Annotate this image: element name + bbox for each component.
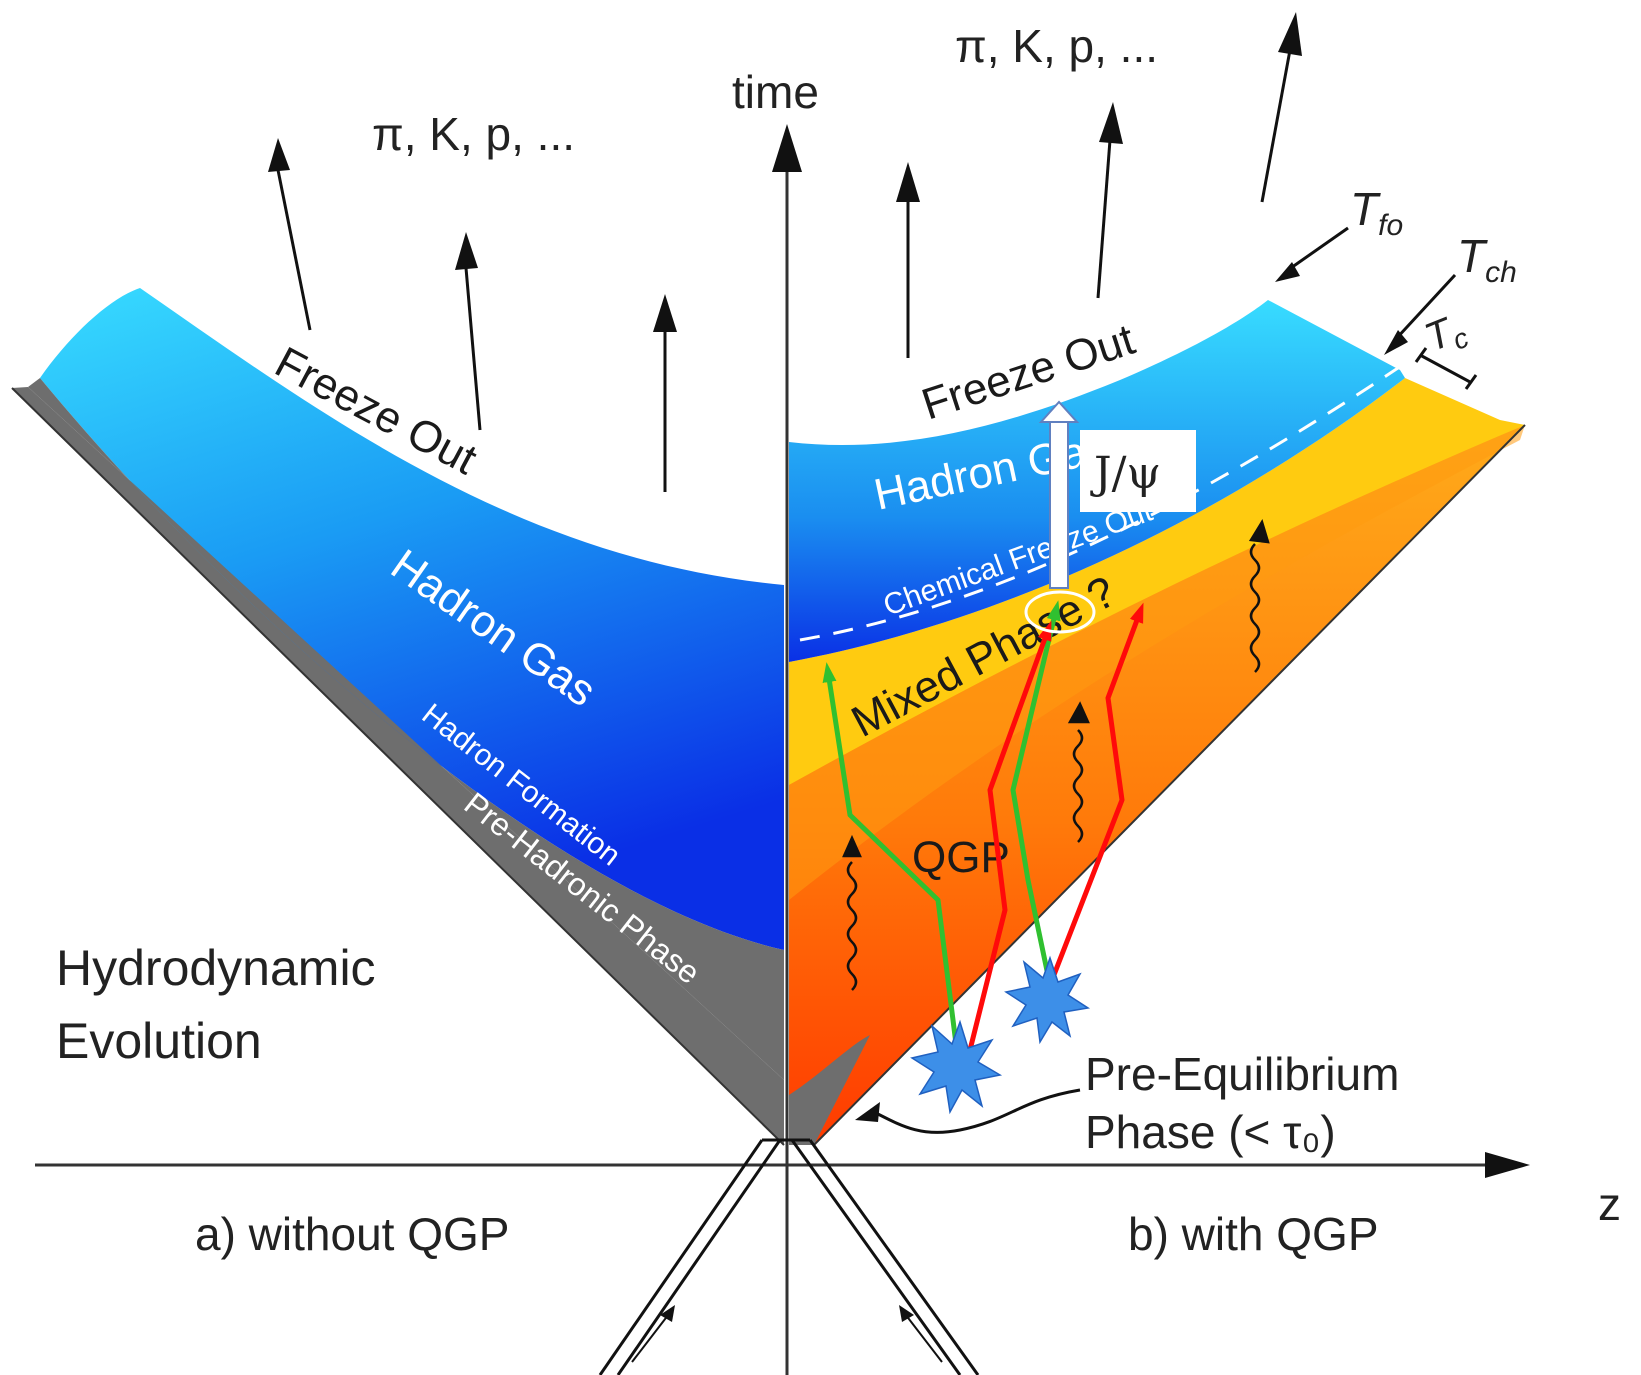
left-hadron-species-label: π, K, p, ... — [372, 108, 575, 160]
z-axis-arrowhead — [1485, 1152, 1530, 1178]
right-panel — [789, 300, 1526, 1146]
photon-line-1 — [846, 861, 858, 991]
collision-stars — [910, 955, 1091, 1115]
pre-equilibrium-line1: Pre-Equilibrium — [1085, 1048, 1399, 1100]
pre-equilibrium-line2: Phase (< τ₀) — [1085, 1106, 1336, 1158]
right-qgp-region — [789, 425, 1525, 1145]
axes: time z — [35, 66, 1621, 1375]
qgp-label: QGP — [912, 833, 1010, 882]
star-1 — [910, 1019, 1003, 1115]
right-qgp-orange-band — [789, 425, 1525, 900]
jpsi-origin-ellipse — [1024, 590, 1096, 634]
left-emission-arrows — [268, 138, 677, 492]
hydro-evolution-line2: Evolution — [56, 1013, 262, 1069]
jpsi-arrow-shaft — [1049, 419, 1069, 589]
jpsi-label: J/ψ — [1090, 448, 1161, 499]
t-c-label: Tc — [1419, 305, 1473, 365]
green-track-1 — [822, 662, 961, 1061]
right-mixed-phase-region — [789, 378, 1525, 785]
beam-arrow-right — [901, 1309, 943, 1363]
collision-beams — [598, 1138, 980, 1375]
photon-wavy-lines — [842, 518, 1270, 991]
right-pre-equilibrium-region — [789, 1035, 870, 1145]
chemical-freeze-out-line — [799, 366, 1399, 642]
beam-arrow-left — [631, 1309, 673, 1363]
left-pre-hadronic-band — [28, 378, 784, 1080]
pre-equilibrium-pointer — [869, 1088, 1081, 1134]
time-axis-label: time — [732, 66, 819, 118]
left-hadron-gas-region — [40, 288, 784, 950]
particle-tracks — [822, 600, 1144, 1061]
jpsi-arrow-head — [1038, 400, 1080, 423]
jpsi-emission — [1024, 400, 1196, 634]
left-lightcone-edge — [11, 387, 785, 1146]
photon-line-3 — [1249, 543, 1261, 673]
red-track-1 — [965, 620, 1052, 1059]
right-emission-arrows — [896, 12, 1302, 358]
left-panel — [11, 288, 785, 1146]
z-axis-label: z — [1598, 1178, 1621, 1230]
hydro-evolution-line1: Hydrodynamic — [56, 940, 376, 996]
photon-line-2 — [1072, 729, 1084, 843]
red-track-2 — [1049, 602, 1144, 981]
right-lightcone-edge — [813, 424, 1526, 1146]
jpsi-label-box — [1080, 430, 1196, 512]
green-track-2 — [1010, 600, 1061, 986]
t-ch-label: Tch — [1457, 230, 1517, 289]
star-2 — [1004, 955, 1091, 1045]
temperature-markers — [1275, 226, 1478, 390]
time-axis-arrowhead — [772, 124, 802, 172]
right-hadron-species-label: π, K, p, ... — [955, 20, 1158, 72]
left-panel-caption: a) without QGP — [195, 1208, 509, 1260]
right-panel-caption: b) with QGP — [1128, 1208, 1379, 1260]
t-fo-label: Tfo — [1350, 183, 1403, 242]
